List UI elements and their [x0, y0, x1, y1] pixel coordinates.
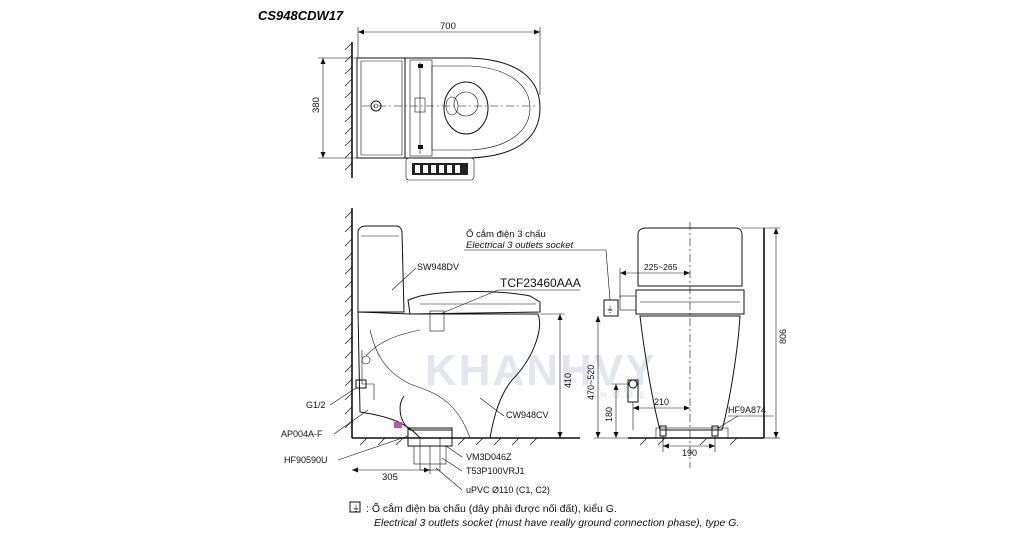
- label-adapter: VM3D046Z: [466, 452, 512, 462]
- label-pipe: T53P100VRJ1: [466, 466, 525, 476]
- top-view: 700 380: [311, 21, 541, 181]
- dim-top-depth: 380: [311, 97, 322, 113]
- front-view: ⏚ 225~265 470~520 806 210 180: [464, 222, 788, 468]
- watermark-sub: HOME: [600, 390, 651, 400]
- side-view: 410 305 SW948DV TCF23460AAA CW948CV G1/2…: [281, 208, 581, 495]
- model-title: CS948CDW17: [258, 8, 344, 23]
- svg-text:⏚: ⏚: [352, 504, 360, 513]
- label-seat: TCF23460AAA: [500, 276, 581, 290]
- label-valve: G1/2: [306, 400, 326, 410]
- watermark-main: KHANHVY: [425, 346, 657, 395]
- dim-supply-height: 180: [604, 407, 614, 422]
- label-pvc: uPVC Ø110 (C1, C2): [466, 485, 550, 495]
- label-bolt: HF9A874: [728, 405, 766, 415]
- label-supply: AP004A-F: [281, 429, 323, 439]
- socket-label-en: Electrical 3 outlets socket: [466, 240, 574, 251]
- dim-floor-rim: 410: [563, 373, 573, 388]
- dim-drain-width: 190: [682, 448, 697, 458]
- watermark: KHANHVY HOME: [425, 346, 657, 400]
- footnote: ⏚ : Ổ cắm điện ba chấu (dây phải được nố…: [349, 501, 739, 529]
- dim-top-width: 700: [440, 21, 456, 32]
- label-bowl: CW948CV: [506, 410, 549, 420]
- socket-label-vi: Ổ cắm điện 3 chấu: [466, 228, 546, 240]
- dim-socket-offset: 225~265: [644, 262, 678, 272]
- label-flange: HF90590U: [284, 455, 328, 465]
- footnote-en: Electrical 3 outlets socket (must have r…: [374, 517, 739, 529]
- dim-supply-offset: 210: [654, 397, 669, 407]
- svg-text:⏚: ⏚: [606, 305, 614, 314]
- footnote-vi: : Ổ cắm điện ba chấu (dây phải được nối …: [366, 502, 617, 515]
- dim-socket-height: 470~520: [586, 365, 596, 400]
- socket-symbol-icon: [349, 501, 361, 513]
- dim-drain-wall: 305: [382, 472, 398, 483]
- dim-total-height: 806: [778, 329, 788, 344]
- label-tank: SW948DV: [417, 262, 459, 272]
